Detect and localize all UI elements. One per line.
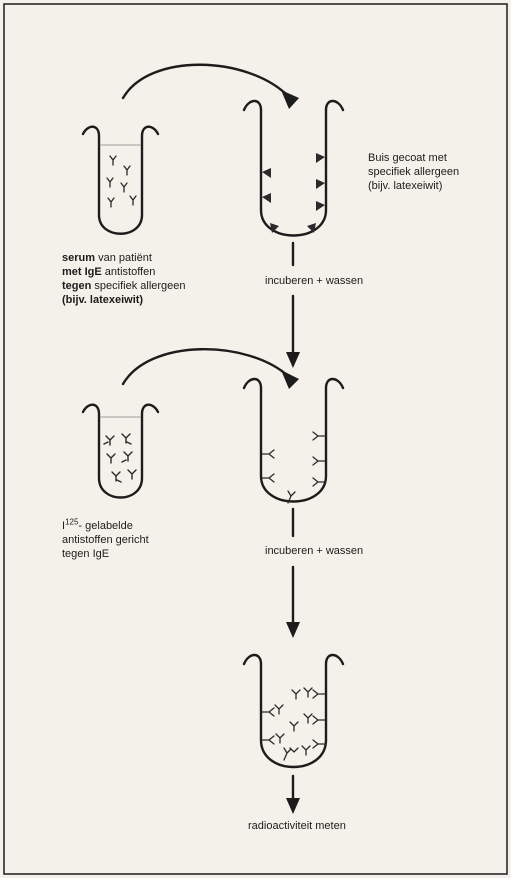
serum-line3-rest: specifiek allergeen — [91, 280, 185, 292]
serum-line3-bold: tegen — [62, 280, 91, 292]
labelled-superscript: 125 — [65, 517, 78, 526]
serum-label: serum van patiënt met IgE antistoffen te… — [62, 251, 186, 307]
coated-tube — [244, 101, 343, 236]
serum-line4: (bijv. latexeiwit) — [62, 294, 143, 306]
transfer-arrowhead-middle — [281, 370, 299, 389]
coated-line3: (bijv. latexeiwit) — [368, 179, 459, 193]
labelled-line3: tegen IgE — [62, 547, 149, 561]
serum-line1-bold: serum — [62, 252, 95, 264]
labelled-line1-rest: - gelabelde — [78, 520, 132, 532]
serum-line2-rest: antistoffen — [102, 266, 156, 278]
step2-label: incuberen + wassen — [265, 544, 363, 558]
step1-label: incuberen + wassen — [265, 274, 363, 288]
coated-line2: specifiek allergeen — [368, 165, 459, 179]
bound-ige-tube — [244, 379, 343, 502]
transfer-arrow-middle — [123, 349, 288, 384]
outer-frame — [4, 4, 507, 874]
coated-tube-label: Buis gecoat met specifiek allergeen (bij… — [368, 151, 459, 193]
flow-arrowhead-1 — [286, 352, 300, 368]
flow-arrowhead-3 — [286, 798, 300, 814]
serum-line2-bold: met IgE — [62, 266, 102, 278]
bound-ige — [262, 432, 325, 503]
labelled-antibodies — [104, 434, 136, 482]
serum-line1-rest: van patiënt — [95, 252, 152, 264]
ige-antibodies — [107, 156, 136, 207]
allergen-coating — [262, 153, 325, 233]
transfer-arrowhead-top — [281, 90, 299, 109]
serum-tube — [83, 127, 158, 234]
coated-line1: Buis gecoat met — [368, 151, 459, 165]
final-tube — [244, 655, 343, 767]
labelled-antibody-tube — [83, 405, 158, 498]
labelled-complexes — [262, 688, 325, 760]
flow-arrowhead-2 — [286, 622, 300, 638]
labelled-antibody-label: I125- gelabelde antistoffen gericht tege… — [62, 519, 149, 561]
final-label: radioactiviteit meten — [248, 819, 346, 833]
labelled-line2: antistoffen gericht — [62, 533, 149, 547]
transfer-arrow-top — [123, 65, 288, 98]
